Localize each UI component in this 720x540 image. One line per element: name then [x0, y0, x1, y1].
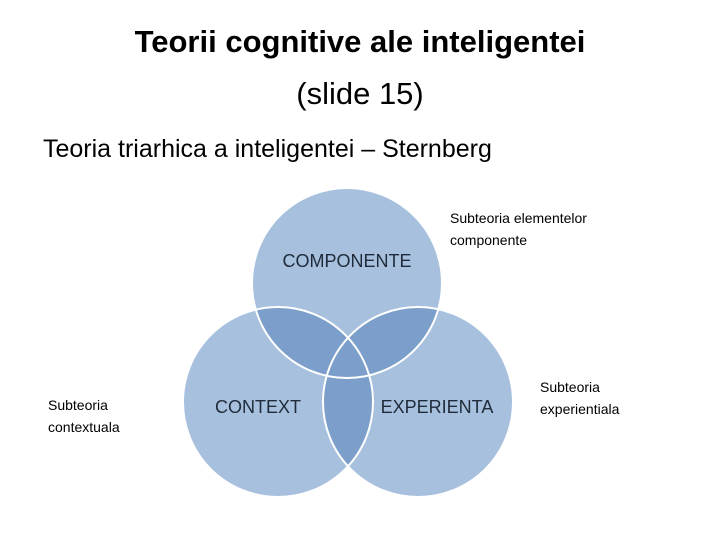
note-experienta-line1: Subteoria	[540, 379, 600, 395]
note-experienta: Subteoria experientiala	[540, 376, 619, 420]
note-componente-line2: componente	[450, 232, 528, 248]
note-context-line2: contextuala	[48, 419, 120, 435]
note-componente-line1: Subteoria elementelor	[450, 210, 587, 226]
slide-title: Teorii cognitive ale inteligentei	[134, 24, 586, 59]
note-componente: Subteoria elementelor componente	[450, 207, 587, 251]
note-context-line1: Subteoria	[48, 397, 108, 413]
note-context: Subteoria contextuala	[48, 394, 120, 438]
note-experienta-line2: experientiala	[540, 401, 620, 417]
circle-context-outline	[182, 306, 374, 498]
overlap-top-right	[323, 307, 442, 378]
label-context: CONTEXT	[215, 397, 301, 417]
slide-subtitle: Teoria triarhica a inteligentei – Sternb…	[43, 135, 492, 163]
overlap-top-left	[252, 307, 373, 378]
circle-componente-outline	[251, 187, 443, 379]
circle-experienta-outline	[322, 306, 514, 498]
label-experienta: EXPERIENTA	[381, 397, 494, 417]
slide-title-subline: (slide 15)	[296, 76, 424, 111]
label-componente: COMPONENTE	[282, 251, 411, 271]
